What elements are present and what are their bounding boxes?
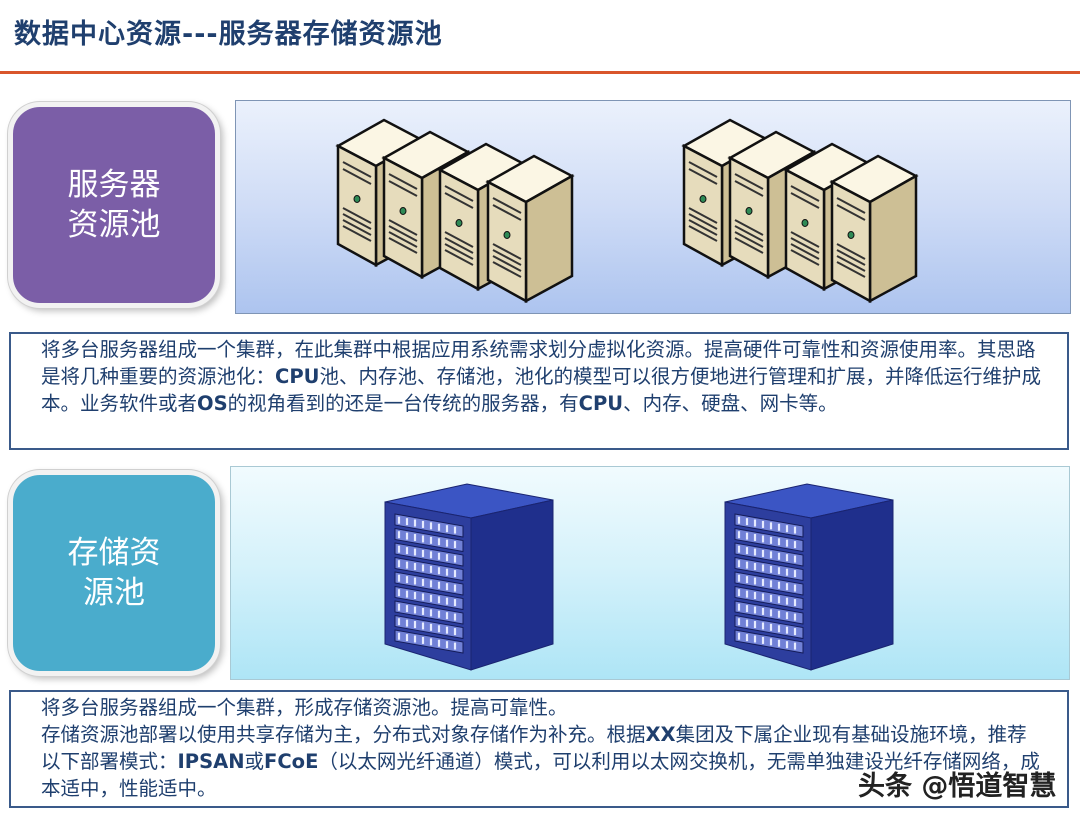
storage-rack-icon <box>724 483 894 671</box>
server-tower-icon <box>485 154 575 304</box>
server-tower-icon <box>829 154 919 304</box>
bold-term: CPU <box>578 392 624 415</box>
text-run: 存储资源池部署以使用共享存储为主，分布式对象存储作为补充。根据 <box>41 723 646 746</box>
rack-side <box>810 499 894 671</box>
storage-pool-panel <box>230 466 1070 680</box>
storage-rack-icon <box>384 483 554 671</box>
storage-pool-description-line1: 将多台服务器组成一个集群，形成存储资源池。提高可靠性。 <box>41 696 568 719</box>
text-run: 集团及下属企业现有基础设施环境，推荐以下部署模式： <box>41 723 1027 773</box>
bold-term: IPSAN <box>177 750 245 773</box>
page-title: 数据中心资源---服务器存储资源池 <box>14 19 443 50</box>
text-run: 池、内存池、存储池，池化的模型可以很方便地进行管理和扩展，并降低运行维护成本。业… <box>41 365 1041 415</box>
server-pool-description: 将多台服务器组成一个集群，在此集群中根据应用系统需求划分虚拟化资源。提高硬件可靠… <box>9 332 1069 450</box>
storage-pool-description: 将多台服务器组成一个集群，形成存储资源池。提高可靠性。 存储资源池部署以使用共享… <box>9 690 1069 808</box>
text-run: 、内存、硬盘、网卡等。 <box>623 392 838 415</box>
bold-term: XX <box>645 723 676 746</box>
rack-side <box>470 499 554 671</box>
bold-term: CPU <box>275 365 320 388</box>
bold-term: FCoE <box>264 750 319 773</box>
text-run: 的视角看到的还是一台传统的服务器，有 <box>227 392 579 415</box>
storage-pool-description-line2: 存储资源池部署以使用共享存储为主，分布式对象存储作为补充。根据XX集团及下属企业… <box>41 721 1045 802</box>
title-divider <box>0 71 1080 74</box>
server-pool-label-box: 服务器资源池 <box>8 102 220 308</box>
storage-pool-label-box: 存储资源池 <box>8 470 220 676</box>
text-run: 或 <box>244 750 265 773</box>
server-pool-label: 服务器资源池 <box>67 167 161 243</box>
text-run: 将多台服务器组成一个集群，在此集群中根据应用系统需求划分虚拟化资源。提高硬件可靠… <box>41 338 1036 388</box>
server-pool-description-text: 将多台服务器组成一个集群，在此集群中根据应用系统需求划分虚拟化资源。提高硬件可靠… <box>41 336 1045 417</box>
text-run: （以太网光纤通道）模式，可以利用以太网交换机，无需单独建设光纤存储网络，成本适中… <box>41 750 1040 800</box>
bold-term: OS <box>197 392 228 415</box>
storage-pool-label: 存储资源池 <box>67 535 161 611</box>
